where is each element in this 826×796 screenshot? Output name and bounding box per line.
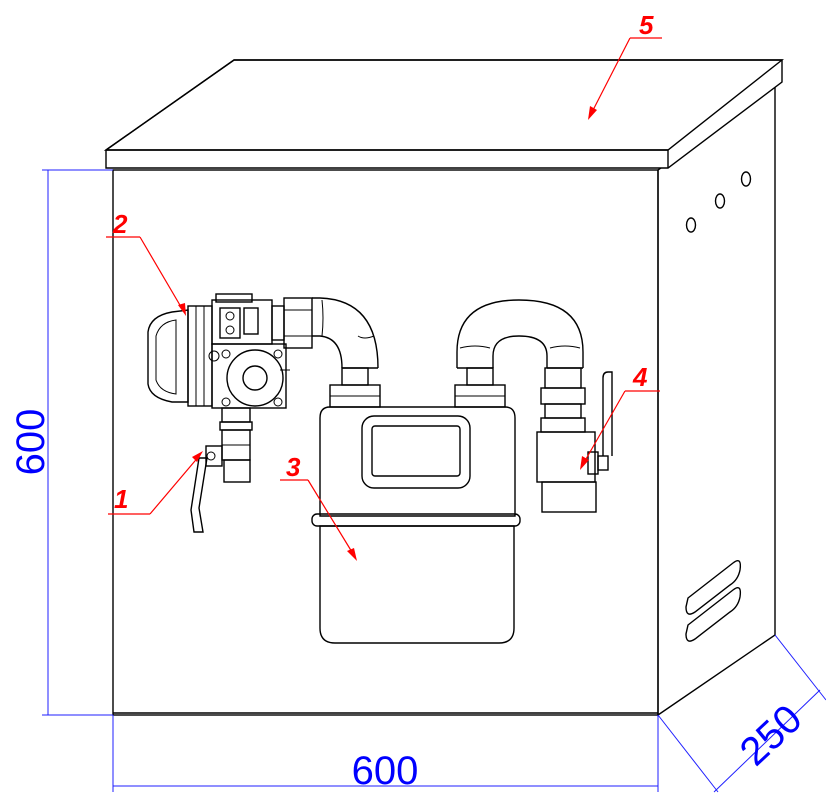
valve-body <box>536 431 596 483</box>
callout-1: 1 <box>108 451 203 515</box>
regulator-cover <box>147 309 189 403</box>
cabinet-roof <box>103 59 785 169</box>
regulator-flange <box>187 305 213 407</box>
cabinet-front-panel <box>112 169 659 716</box>
vent-hole <box>740 171 752 187</box>
height-label: 600 <box>9 409 53 476</box>
callout-3: 3 <box>280 452 357 561</box>
callout-number-1: 1 <box>114 484 128 514</box>
meter-display-frame <box>361 415 471 489</box>
width-label: 600 <box>352 749 419 793</box>
callout-number-2: 2 <box>112 209 128 239</box>
vent-hole <box>714 193 726 209</box>
gas-regulator <box>147 293 313 431</box>
width-dimension: 600 <box>112 715 659 793</box>
ball-valve-inlet <box>190 429 251 533</box>
callout-number-5: 5 <box>639 10 654 40</box>
louver-slot <box>685 587 742 642</box>
gas-meter <box>311 367 521 644</box>
regulator-round-cap <box>226 349 284 407</box>
meter-to-valve-pipe <box>456 299 584 369</box>
cabinet-side-panel <box>657 85 776 717</box>
callout-4: 4 <box>580 362 660 470</box>
depth-label: 250 <box>732 697 811 775</box>
louver-slot <box>685 560 742 615</box>
height-dimension: 600 <box>9 169 113 716</box>
valve-lever <box>190 457 208 533</box>
side-vent-holes <box>685 171 752 233</box>
depth-dimension: 250 <box>657 634 826 793</box>
meter-stub-right <box>466 367 494 386</box>
meter-stub-left <box>341 367 369 386</box>
callout-number-4: 4 <box>632 362 648 392</box>
vent-hole <box>685 217 697 233</box>
meter-display-window <box>371 425 461 477</box>
regulator-outlet-nut <box>283 297 313 349</box>
callout-number-3: 3 <box>286 452 301 482</box>
side-louvers <box>685 560 742 642</box>
inlet-pipe-elbow <box>312 297 379 369</box>
callout-2: 2 <box>106 209 186 316</box>
valve-handle <box>602 371 613 456</box>
meter-upper-body <box>319 406 516 517</box>
callout-5: 5 <box>588 10 662 120</box>
meter-lower-body <box>319 525 515 644</box>
ball-valve-outlet <box>536 367 613 513</box>
roof-outline <box>105 59 783 169</box>
valve-stem <box>205 445 223 467</box>
